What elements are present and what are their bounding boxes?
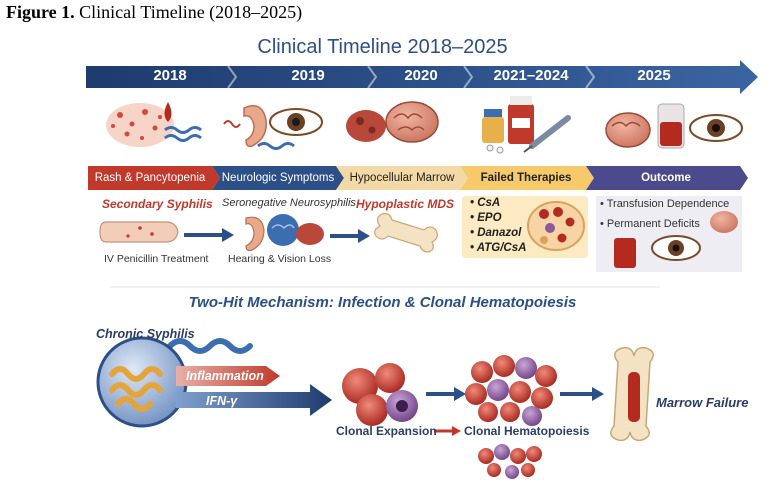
- medication-icon: [482, 96, 571, 154]
- phase-label-rash: Rash & Pancytopenia: [94, 172, 206, 184]
- ifn-arrow: [176, 384, 332, 416]
- rash-icon: [106, 102, 202, 147]
- year-label: 2025: [637, 67, 671, 84]
- brain-marrow-icon: [346, 101, 439, 143]
- clonal-hematopoiesis-label: Clonal Hematopoiesis: [464, 424, 590, 438]
- chronic-syphilis-label: Chronic Syphilis: [96, 327, 195, 341]
- spirochete-icon: [167, 338, 253, 354]
- mechanism-title: Two-Hit Mechanism: Infection & Clonal He…: [188, 294, 577, 311]
- phase-label-neurologic: Neurologic Symptoms: [221, 172, 335, 184]
- clonal-arrow-red: [434, 426, 461, 436]
- ifn-label: IFN-γ: [206, 394, 238, 408]
- marrow-bone-icon: [610, 346, 654, 442]
- ear-eye-icon: [223, 105, 323, 150]
- bottom-cell-cluster: [478, 444, 542, 479]
- mds-label: Hypoplastic MDS: [356, 197, 455, 211]
- secondary-syphilis-label: Secondary Syphilis: [102, 197, 213, 211]
- clonal-expansion-cells: [342, 363, 418, 426]
- outcome-list: • Transfusion Dependence • Permanent Def…: [600, 194, 729, 234]
- outcome-icon: [605, 103, 743, 149]
- phase-label-outcome: Outcome: [641, 172, 691, 184]
- outcome-item: • Transfusion Dependence: [600, 198, 730, 210]
- infection-circle: [96, 336, 188, 428]
- marrow-failure-label: Marrow Failure: [656, 395, 749, 410]
- year-label: 2021–2024: [493, 67, 569, 84]
- year-label: 2018: [153, 67, 187, 84]
- therapy-item: • EPO: [470, 212, 502, 224]
- inflammation-arrow: [176, 366, 280, 386]
- inflammation-label: Inflammation: [186, 369, 264, 383]
- arrow-4: [560, 387, 604, 401]
- ear-brain-detail-icon: [245, 214, 324, 252]
- arrow-2: [330, 229, 370, 243]
- bone-icon: [374, 213, 438, 253]
- figure-caption: Figure 1. Clinical Timeline (2018–2025): [6, 2, 302, 23]
- outcome-detail-icon: [596, 196, 742, 272]
- figure-label: Figure 1.: [6, 2, 75, 22]
- figure-caption-text: Clinical Timeline (2018–2025): [79, 2, 303, 22]
- neurosyphilis-label: Seronegative Neurosyphilis: [222, 197, 356, 209]
- hearing-vision-label: Hearing & Vision Loss: [228, 253, 332, 265]
- phase-label-marrow: Hypocellular Marrow: [349, 172, 455, 184]
- year-label: 2019: [291, 67, 325, 84]
- therapy-list: • CsA • EPO • Danazol • ATG/CsA: [470, 196, 526, 256]
- phase-band: [88, 166, 748, 190]
- hand-icon: [99, 221, 179, 243]
- therapy-box: [462, 196, 588, 258]
- therapy-item: • Danazol: [470, 227, 522, 239]
- arrow-1: [184, 228, 234, 242]
- arrow-3: [426, 387, 466, 401]
- year-label: 2020: [404, 67, 438, 84]
- outcome-item: • Permanent Deficits: [600, 218, 700, 230]
- penicillin-label: IV Penicillin Treatment: [104, 253, 209, 265]
- year-arrow-bar: [86, 60, 758, 94]
- clonal-hematopoiesis-cells: [465, 355, 557, 426]
- therapy-item: • CsA: [470, 197, 501, 209]
- timeline-title: Clinical Timeline 2018–2025: [257, 36, 508, 58]
- therapy-item: • ATG/CsA: [470, 242, 527, 254]
- clonal-expansion-label: Clonal Expansion: [336, 424, 437, 438]
- phase-label-therapies: Failed Therapies: [480, 172, 572, 184]
